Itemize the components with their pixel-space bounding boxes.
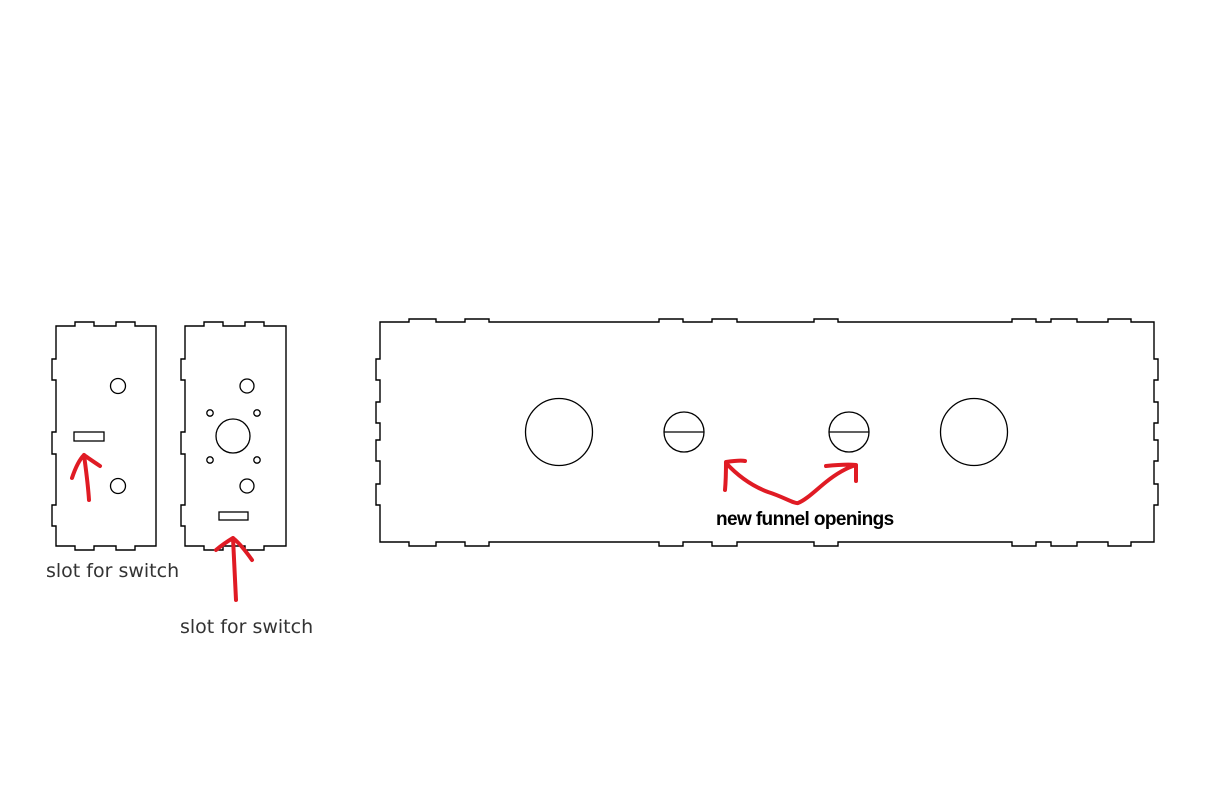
long-panel-outline	[375, 318, 1159, 547]
long-panel-left-large-hole	[524, 397, 594, 467]
middle-panel-mount-hole-tr	[253, 409, 261, 417]
middle-panel-mount-hole-bl	[206, 456, 214, 464]
annotation-arrows	[70, 453, 858, 602]
left-side-panel	[51, 321, 157, 551]
middle-panel-top-hole	[239, 378, 255, 394]
left-panel-outline	[51, 321, 157, 551]
middle-panel-center-hole	[215, 418, 251, 454]
middle-panel-mount-hole-tl	[206, 409, 214, 417]
middle-panel-outline	[180, 321, 287, 551]
middle-switch-arrow	[214, 536, 254, 602]
middle-panel-switch-slot	[218, 511, 249, 521]
funnel-openings-arrow	[723, 458, 858, 506]
middle-panel-bottom-hole	[239, 478, 255, 494]
middle-slot-for-switch-label: slot for switch	[180, 616, 313, 638]
left-panel-lower-hole	[109, 477, 127, 495]
long-front-panel	[375, 318, 1159, 547]
middle-side-panel	[180, 321, 287, 551]
long-panel-right-large-hole	[939, 397, 1009, 467]
left-panel-upper-hole	[109, 377, 127, 395]
middle-panel-mount-hole-br	[253, 456, 261, 464]
funnel-openings-label: new funnel openings	[716, 509, 894, 530]
left-panel-switch-slot	[73, 431, 105, 442]
left-switch-arrow	[70, 453, 102, 502]
left-slot-for-switch-label: slot for switch	[46, 560, 179, 582]
